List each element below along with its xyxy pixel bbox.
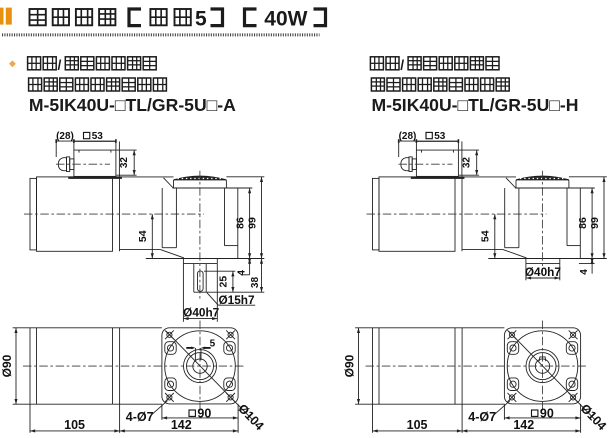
svg-text:Ø104: Ø104 xyxy=(235,401,266,433)
svg-text:105: 105 xyxy=(407,418,428,432)
svg-text:86: 86 xyxy=(577,217,589,229)
svg-text:4-Ø7: 4-Ø7 xyxy=(468,410,496,424)
svg-text:4: 4 xyxy=(237,270,248,276)
svg-text:86: 86 xyxy=(235,217,247,229)
svg-text:Ø104: Ø104 xyxy=(578,401,609,433)
svg-text:90: 90 xyxy=(540,407,554,421)
svg-text:4: 4 xyxy=(579,269,590,275)
svg-text:25: 25 xyxy=(218,276,230,288)
svg-text:32: 32 xyxy=(462,157,473,169)
svg-text:Ø90: Ø90 xyxy=(0,354,14,377)
svg-text:53: 53 xyxy=(92,131,104,142)
svg-text:40W: 40W xyxy=(264,7,307,30)
svg-text:142: 142 xyxy=(513,418,534,432)
svg-text:M-5IK40U-□TL/GR-5U□-H: M-5IK40U-□TL/GR-5U□-H xyxy=(372,95,579,115)
svg-text:(28): (28) xyxy=(399,131,417,142)
svg-text:5: 5 xyxy=(195,7,207,30)
svg-text:90: 90 xyxy=(197,407,211,421)
svg-text:Ø90: Ø90 xyxy=(342,354,356,377)
svg-text:54: 54 xyxy=(480,230,492,242)
svg-text:38: 38 xyxy=(250,277,261,289)
svg-text:54: 54 xyxy=(137,230,149,242)
svg-text:(28): (28) xyxy=(56,131,74,142)
svg-text:99: 99 xyxy=(589,217,601,229)
svg-text:5: 5 xyxy=(210,339,216,350)
svg-text:Ø40h7: Ø40h7 xyxy=(525,265,562,279)
svg-text:M-5IK40U-□TL/GR-5U□-A: M-5IK40U-□TL/GR-5U□-A xyxy=(29,95,236,115)
svg-text:105: 105 xyxy=(64,418,85,432)
svg-text:99: 99 xyxy=(247,217,259,229)
svg-text:/: / xyxy=(400,57,404,73)
svg-text:32: 32 xyxy=(119,157,130,169)
svg-text:53: 53 xyxy=(434,131,446,142)
svg-text:Ø15h7: Ø15h7 xyxy=(218,293,255,307)
svg-text:4-Ø7: 4-Ø7 xyxy=(126,410,154,424)
svg-text:142: 142 xyxy=(171,418,192,432)
svg-text:Ø40h7: Ø40h7 xyxy=(183,306,220,320)
svg-text:/: / xyxy=(58,57,62,73)
